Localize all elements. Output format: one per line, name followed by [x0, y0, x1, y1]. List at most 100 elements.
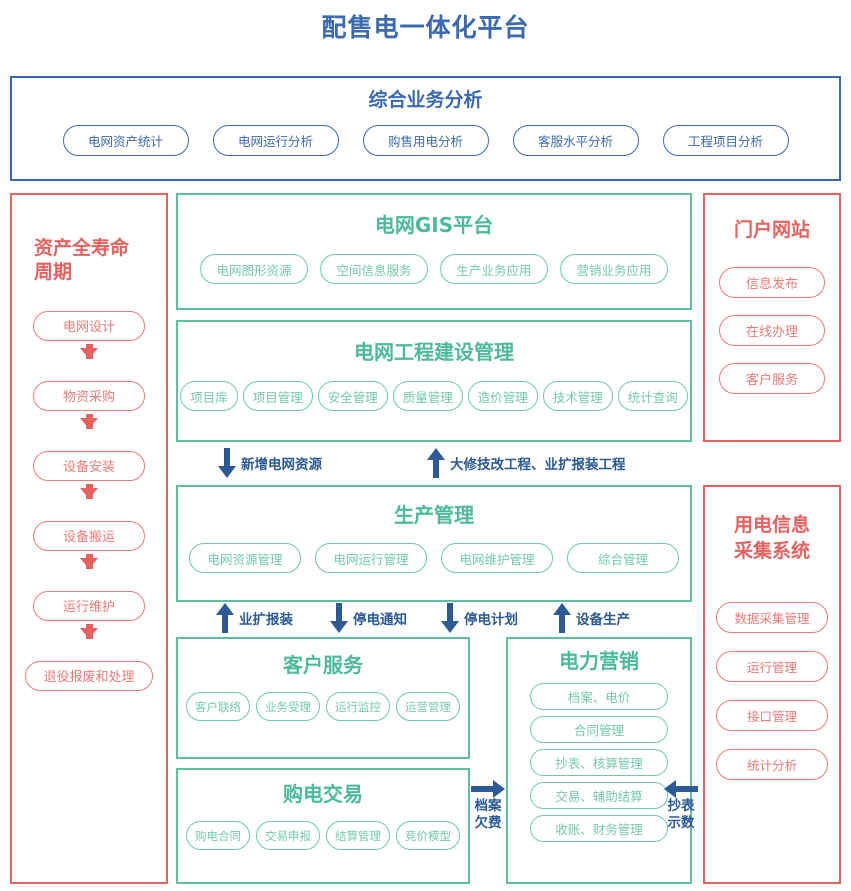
meter-item-interface-mgmt[interactable]: 接口管理 — [716, 700, 828, 732]
gis-item-marketing-app[interactable]: 营销业务应用 — [560, 254, 668, 284]
portal-item-info-release[interactable]: 信息发布 — [719, 266, 825, 298]
mkt-item-contract-management[interactable]: 合同管理 — [530, 716, 668, 743]
grid-gis-platform-title: 电网GIS平台 — [374, 213, 494, 237]
mkt-item-trade-aux-settlement[interactable]: 交易、辅助结算 — [530, 782, 668, 809]
cs-item-operation-management[interactable]: 运营管理 — [396, 692, 460, 721]
prod-item-grid-operation-mgmt[interactable]: 电网运行管理 — [315, 543, 427, 573]
prod-item-grid-resource-mgmt[interactable]: 电网资源管理 — [189, 543, 301, 573]
meter-item-operation-mgmt[interactable]: 运行管理 — [716, 651, 828, 683]
gis-item-spatial-info-service[interactable]: 空间信息服务 — [320, 254, 428, 284]
buy-item-bidding-model[interactable]: 竞价模型 — [396, 821, 460, 850]
portal-item-online-service[interactable]: 在线办理 — [719, 314, 825, 346]
arrow-right-icon — [471, 780, 505, 798]
buy-item-settlement-management[interactable]: 结算管理 — [326, 821, 390, 850]
connector-label: 大修技改工程、业扩报装工程 — [450, 457, 626, 473]
portal-website-column: 门户网站 信息发布 在线办理 客户服务 — [703, 193, 841, 442]
connector-label: 停电通知 — [353, 612, 407, 628]
power-marketing-title: 电力营销 — [559, 649, 639, 673]
arrow-down-icon — [80, 413, 98, 448]
gis-item-graphic-resource[interactable]: 电网图形资源 — [200, 254, 308, 284]
metering-collection-title: 用电信息采集系统 — [733, 514, 810, 562]
portal-website-items: 信息发布 在线办理 客户服务 — [705, 266, 839, 394]
analysis-item-grid-asset-stats[interactable]: 电网资产统计 — [62, 124, 189, 156]
connector-label-line1: 档案 — [474, 798, 502, 814]
comprehensive-analysis-panel: 综合业务分析 电网资产统计 电网运行分析 购售用电分析 客服水平分析 工程项目分… — [10, 76, 841, 181]
customer-service-box: 客户服务 客户联络 业务受理 运行监控 运营管理 — [176, 637, 470, 759]
meter-item-statistical-analysis[interactable]: 统计分析 — [716, 749, 828, 781]
lifecycle-step-equipment-installation[interactable]: 设备安装 — [33, 450, 145, 481]
asset-lifecycle-title: 资产全寿命周期 — [34, 237, 130, 283]
connector-label-line1: 抄表 — [667, 798, 695, 814]
page-title: 配售电一体化平台 — [321, 13, 530, 42]
connector-outage-notice: 停电通知 — [330, 603, 407, 633]
arrow-up-icon — [216, 603, 234, 633]
analysis-item-purchase-sale[interactable]: 购售用电分析 — [362, 124, 489, 156]
eng-item-technical-management[interactable]: 技术管理 — [542, 381, 613, 411]
lifecycle-step-decommission-scrap[interactable]: 退役报废和处理 — [25, 660, 153, 691]
power-purchase-trading-title: 购电交易 — [283, 782, 363, 806]
grid-engineering-management-items: 项目库 项目管理 安全管理 质量管理 造价管理 技术管理 统计查询 — [178, 381, 690, 411]
asset-lifecycle-flow: 电网设计 物资采购 设备安装 设备搬运 运行维护 退役报废和处理 — [12, 310, 166, 691]
gis-item-production-app[interactable]: 生产业务应用 — [440, 254, 548, 284]
connector-archive-arrears: 档案 欠费 — [471, 780, 505, 832]
arrow-down-icon — [80, 483, 98, 518]
arrow-down-icon — [330, 603, 348, 633]
lifecycle-step-material-procurement[interactable]: 物资采购 — [33, 380, 145, 411]
cs-item-business-acceptance[interactable]: 业务受理 — [256, 692, 320, 721]
eng-item-project-management[interactable]: 项目管理 — [242, 381, 313, 411]
buy-item-trade-declaration[interactable]: 交易申报 — [256, 821, 320, 850]
analysis-item-project[interactable]: 工程项目分析 — [662, 124, 789, 156]
lifecycle-step-operation-maintenance[interactable]: 运行维护 — [33, 590, 145, 621]
eng-item-project-library[interactable]: 项目库 — [180, 381, 238, 411]
eng-item-safety-management[interactable]: 安全管理 — [317, 381, 388, 411]
grid-engineering-management-title: 电网工程建设管理 — [354, 340, 514, 364]
connector-overhaul-expansion-project: 大修技改工程、业扩报装工程 — [427, 448, 626, 478]
mkt-item-receivables-finance[interactable]: 收账、财务管理 — [530, 815, 668, 842]
power-purchase-trading-box: 购电交易 购电合同 交易申报 结算管理 竞价模型 — [176, 768, 470, 884]
connector-meter-reading-value: 抄表 示数 — [664, 780, 698, 832]
connector-label: 停电计划 — [464, 612, 518, 628]
grid-engineering-management-box: 电网工程建设管理 项目库 项目管理 安全管理 质量管理 造价管理 技术管理 统计… — [176, 320, 692, 442]
analysis-item-grid-operation[interactable]: 电网运行分析 — [212, 124, 339, 156]
connector-label-line2: 欠费 — [474, 814, 502, 831]
analysis-item-service-level[interactable]: 客服水平分析 — [512, 124, 639, 156]
mkt-item-meter-reading-accounting[interactable]: 抄表、核算管理 — [530, 749, 668, 776]
portal-website-title: 门户网站 — [733, 219, 810, 241]
mkt-item-archive-price[interactable]: 档案、电价 — [530, 683, 668, 710]
production-management-title: 生产管理 — [394, 503, 474, 527]
lifecycle-step-grid-design[interactable]: 电网设计 — [33, 310, 145, 341]
arrow-down-icon — [441, 603, 459, 633]
production-management-box: 生产管理 电网资源管理 电网运行管理 电网维护管理 综合管理 — [176, 485, 692, 602]
customer-service-items: 客户联络 业务受理 运行监控 运营管理 — [178, 692, 468, 721]
prod-item-grid-maintenance-mgmt[interactable]: 电网维护管理 — [441, 543, 553, 573]
connector-new-grid-resource: 新增电网资源 — [218, 448, 322, 478]
cs-item-operation-monitoring[interactable]: 运行监控 — [326, 692, 390, 721]
prod-item-comprehensive-mgmt[interactable]: 综合管理 — [567, 543, 679, 573]
production-management-items: 电网资源管理 电网运行管理 电网维护管理 综合管理 — [178, 543, 690, 573]
connector-outage-plan: 停电计划 — [441, 603, 518, 633]
connector-business-expansion: 业扩报装 — [216, 603, 293, 633]
grid-gis-platform-items: 电网图形资源 空间信息服务 生产业务应用 营销业务应用 — [178, 254, 690, 284]
power-marketing-box: 电力营销 档案、电价 合同管理 抄表、核算管理 交易、辅助结算 收账、财务管理 — [506, 637, 692, 884]
customer-service-title: 客户服务 — [283, 653, 363, 677]
buy-item-purchase-contract[interactable]: 购电合同 — [186, 821, 250, 850]
metering-collection-column: 用电信息采集系统 数据采集管理 运行管理 接口管理 统计分析 — [703, 485, 841, 884]
grid-gis-platform-box: 电网GIS平台 电网图形资源 空间信息服务 生产业务应用 营销业务应用 — [176, 193, 692, 310]
comprehensive-analysis-items: 电网资产统计 电网运行分析 购售用电分析 客服水平分析 工程项目分析 — [12, 124, 839, 156]
power-purchase-trading-items: 购电合同 交易申报 结算管理 竞价模型 — [178, 821, 468, 850]
connector-label: 设备生产 — [576, 612, 630, 628]
connector-equipment-production: 设备生产 — [553, 603, 630, 633]
eng-item-cost-management[interactable]: 造价管理 — [467, 381, 538, 411]
eng-item-quality-management[interactable]: 质量管理 — [392, 381, 463, 411]
meter-item-data-collection-mgmt[interactable]: 数据采集管理 — [716, 602, 828, 634]
asset-lifecycle-column: 资产全寿命周期 电网设计 物资采购 设备安装 设备搬运 运行维护 退役报废和处理 — [10, 193, 168, 884]
connector-label: 新增电网资源 — [241, 457, 322, 473]
metering-collection-items: 数据采集管理 运行管理 接口管理 统计分析 — [705, 602, 839, 781]
arrow-up-icon — [427, 448, 445, 478]
power-marketing-items: 档案、电价 合同管理 抄表、核算管理 交易、辅助结算 收账、财务管理 — [508, 683, 690, 842]
lifecycle-step-equipment-transport[interactable]: 设备搬运 — [33, 520, 145, 551]
eng-item-statistics-query[interactable]: 统计查询 — [617, 381, 688, 411]
portal-item-customer-service[interactable]: 客户服务 — [719, 362, 825, 394]
cs-item-customer-contact[interactable]: 客户联络 — [186, 692, 250, 721]
